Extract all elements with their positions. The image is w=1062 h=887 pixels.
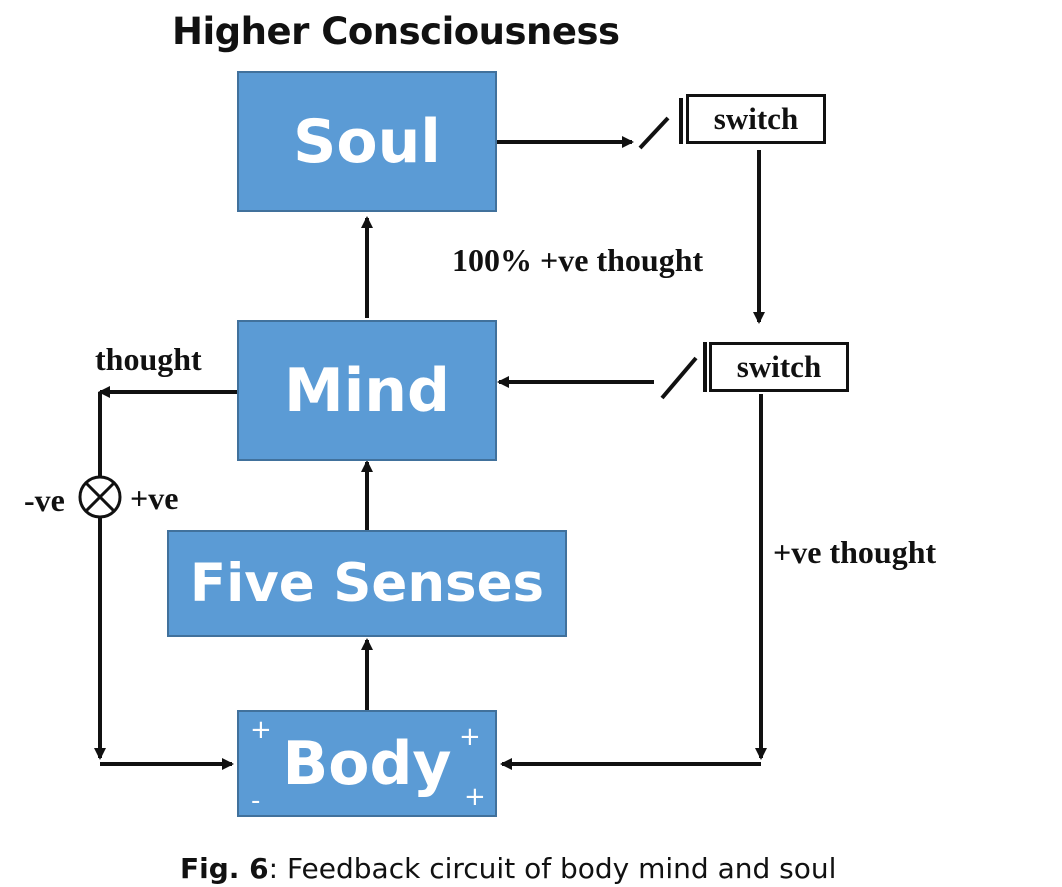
diagram-title: Higher Consciousness [172, 10, 620, 53]
negative-label: -ve [24, 482, 65, 518]
switch-bottom-label: switch [709, 342, 849, 392]
switch-top-contact [638, 116, 670, 150]
figure-number: Fig. 6 [180, 852, 269, 885]
soul-block: Soul [237, 71, 497, 212]
thought-label: thought [95, 341, 202, 377]
switch-bottom-contact [660, 356, 698, 400]
five-senses-block: Five Senses [167, 530, 567, 637]
positive-thought-label: +ve thought [773, 534, 937, 570]
body-sign-top-right: + [459, 722, 481, 752]
body-sign-bottom-right: + [464, 782, 486, 812]
body-sign-bottom-left: - [251, 786, 261, 816]
mind-block: Mind [237, 320, 497, 461]
switch-top-label: switch [686, 94, 826, 144]
body-sign-top-left: + [250, 715, 272, 745]
hundred-percent-positive-label: 100% +ve thought [452, 242, 704, 278]
positive-label: +ve [130, 480, 179, 516]
body-block: Body [237, 710, 497, 817]
figure-caption-text: : Feedback circuit of body mind and soul [268, 852, 837, 885]
figure-caption: Fig. 6: Feedback circuit of body mind an… [0, 852, 1062, 885]
summing-junction-cross-2 [84, 481, 116, 513]
